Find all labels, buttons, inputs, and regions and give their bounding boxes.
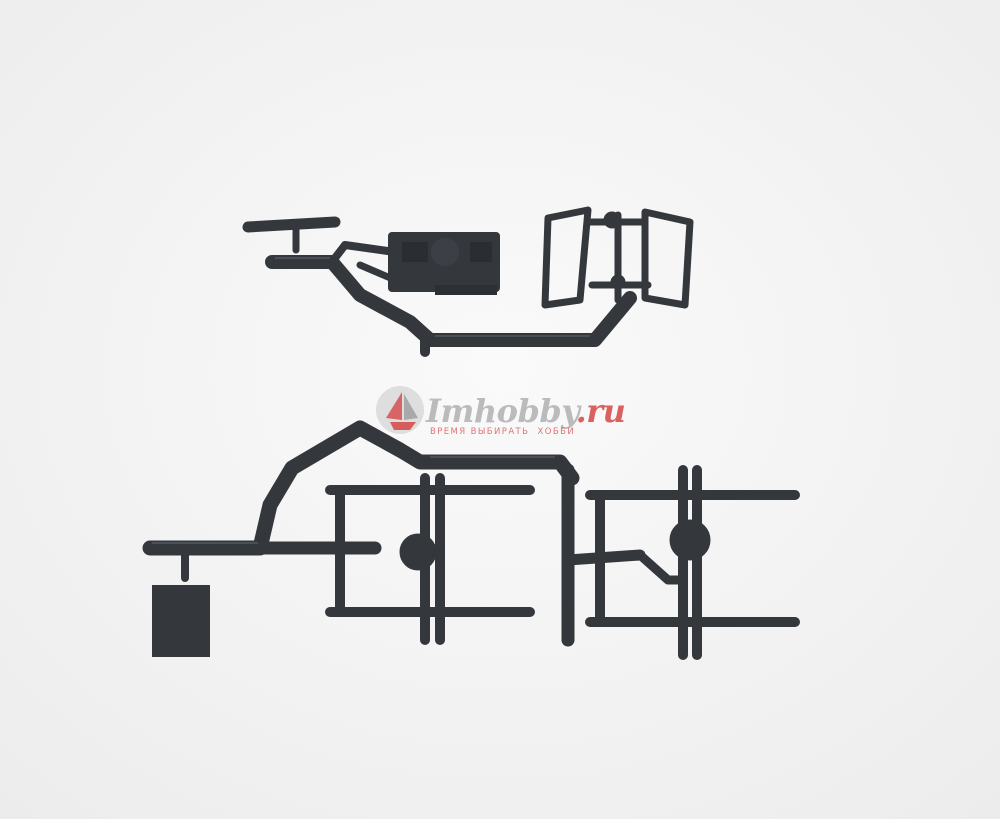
- watermark-brand: Imhobby.ru: [426, 392, 626, 430]
- watermark-tagline: ВРЕМЯ ВЫБИРАТЬ ХОББИ: [430, 427, 576, 437]
- watermark: Imhobby.ru ВРЕМЯ ВЫБИРАТЬ ХОББИ: [372, 380, 642, 450]
- lower-sprue: [142, 420, 800, 660]
- upper-sprue: [242, 206, 694, 357]
- sailboat-logo-icon: [376, 386, 424, 434]
- plastic-highlights: [152, 257, 590, 544]
